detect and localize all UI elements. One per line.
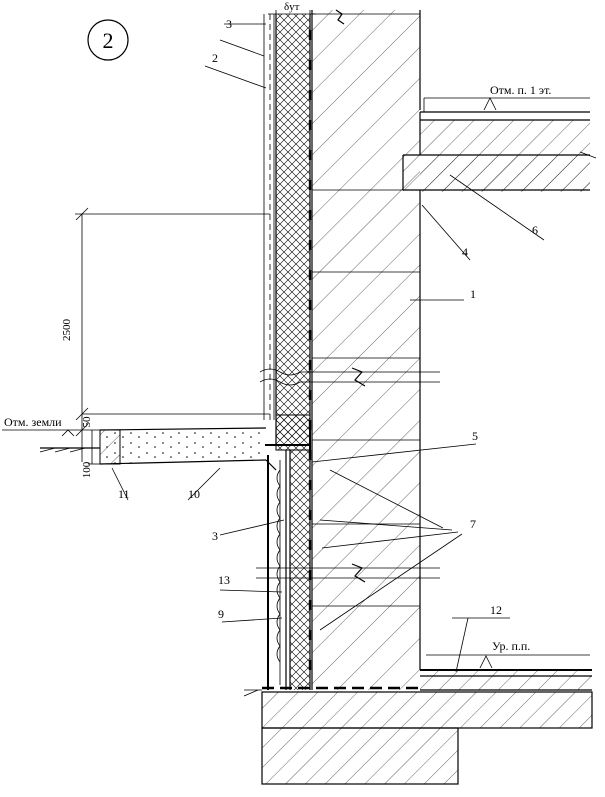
labels: δут 2500 50 100 Отм. п. 1 эт. Отм. земли… xyxy=(4,1,551,653)
callout-1: 1 xyxy=(470,287,476,301)
callout-5: 5 xyxy=(472,429,478,443)
dimensions xyxy=(75,10,316,465)
insulation-layer xyxy=(275,14,312,690)
plinth-detail xyxy=(265,414,311,452)
level-ground: Отм. земли xyxy=(4,415,62,429)
level-first-floor: Отм. п. 1 эт. xyxy=(490,83,551,97)
callout-10: 10 xyxy=(188,487,200,501)
callout-6: 6 xyxy=(532,223,538,237)
callout-2: 2 xyxy=(212,51,218,65)
masonry-wall xyxy=(311,10,421,690)
leader-lines xyxy=(111,23,545,673)
foundation xyxy=(243,669,593,785)
callout-13: 13 xyxy=(218,573,230,587)
callout-4: 4 xyxy=(462,245,468,259)
detail-number: 2 xyxy=(103,28,114,53)
below-grade-protection xyxy=(267,450,287,690)
callout-9: 9 xyxy=(218,607,224,621)
callout-11: 11 xyxy=(118,487,130,501)
plaster-layer xyxy=(263,14,275,420)
dimension-insulation-thickness: δут xyxy=(284,1,300,13)
level-floor: Ур. п.п. xyxy=(492,639,530,653)
callout-3-top: 3 xyxy=(226,17,232,31)
break-lines xyxy=(256,9,440,583)
level-marks xyxy=(2,97,590,669)
callout-7: 7 xyxy=(470,517,476,531)
callout-3-bottom: 3 xyxy=(212,529,218,543)
blind-area xyxy=(39,427,277,471)
dimension-2500: 2500 xyxy=(61,319,73,342)
callout-12: 12 xyxy=(490,603,502,617)
dimension-50: 50 xyxy=(81,416,93,428)
dimension-100: 100 xyxy=(81,461,93,478)
floor-slab xyxy=(402,111,597,192)
detail-number-marker: 2 xyxy=(87,19,129,61)
